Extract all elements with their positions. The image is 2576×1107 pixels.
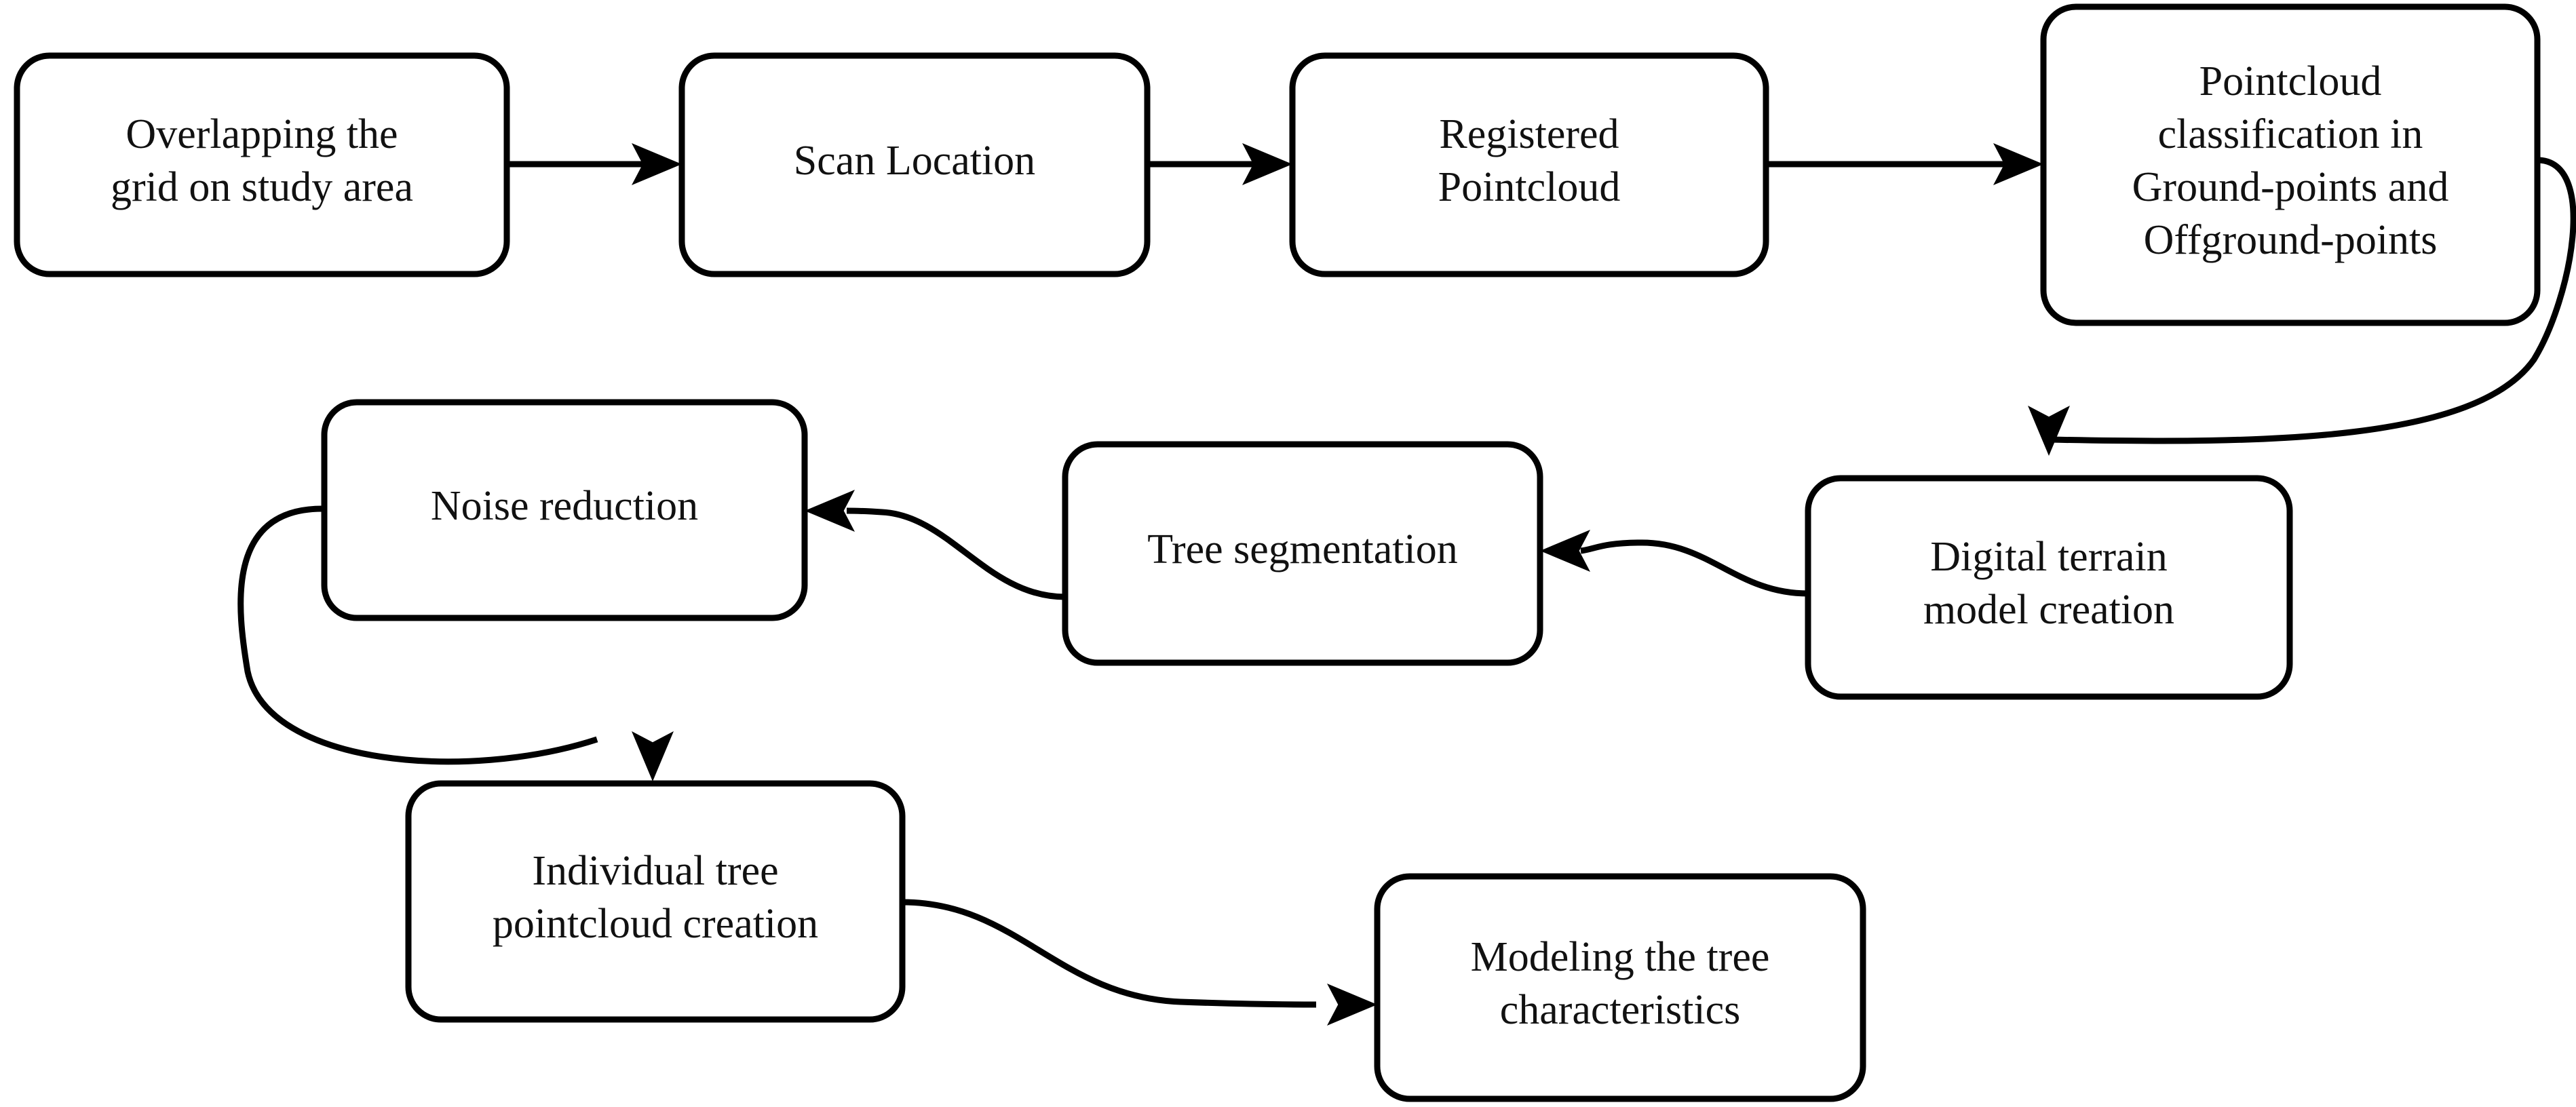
edge-dtm-to-tree-segmentation-line xyxy=(1580,539,1809,597)
node-digital-terrain-model[interactable]: Digital terrain model creation xyxy=(1805,475,2293,700)
node-noise-reduction[interactable]: Noise reduction xyxy=(321,399,808,621)
edge-tree-segmentation-to-noise-line xyxy=(846,507,1066,600)
edge-registered-to-classification-arrowhead-icon xyxy=(1993,143,2043,185)
edge-dtm-to-tree-segmentation xyxy=(1540,530,1809,597)
node-overlapping-grid-label-line: grid on study area xyxy=(111,164,413,210)
edge-classification-to-dtm xyxy=(2028,157,2576,456)
edge-grid-to-scan-arrowhead-icon xyxy=(632,143,682,185)
edge-dtm-to-tree-segmentation-arrowhead-icon xyxy=(1540,530,1590,572)
node-digital-terrain-model-box[interactable] xyxy=(1805,475,2293,700)
node-scan-location-label-line: Scan Location xyxy=(794,138,1035,184)
node-pointcloud-classification-box[interactable] xyxy=(2040,3,2541,326)
edge-grid-to-scan xyxy=(507,143,682,185)
node-modeling-tree-characteristics-label-line: characteristics xyxy=(1500,987,1741,1033)
node-registered-pointcloud-label-line: Registered xyxy=(1439,111,1619,157)
node-individual-tree-pointcloud[interactable]: Individual tree pointcloud creation xyxy=(405,780,906,1023)
node-individual-tree-pointcloud-label-line: pointcloud creation xyxy=(493,901,818,947)
node-tree-segmentation[interactable]: Tree segmentation xyxy=(1062,441,1543,666)
edge-noise-to-individual-tree-arrowhead-icon xyxy=(632,731,674,781)
node-digital-terrain-model-label-line: model creation xyxy=(1923,587,2174,633)
node-scan-location[interactable]: Scan Location xyxy=(678,52,1151,277)
edge-scan-to-registered-arrowhead-icon xyxy=(1242,143,1292,185)
nodes-layer: Overlapping the grid on study area Scan Lo… xyxy=(14,3,2541,1102)
node-overlapping-grid-box[interactable] xyxy=(14,52,510,277)
edge-scan-to-registered xyxy=(1147,143,1292,185)
node-pointcloud-classification-label-line: Pointcloud xyxy=(2199,58,2382,104)
node-registered-pointcloud-label-line: Pointcloud xyxy=(1438,164,1621,210)
node-scan-location-box[interactable] xyxy=(678,52,1151,277)
node-modeling-tree-characteristics[interactable]: Modeling the tree characteristics xyxy=(1374,873,1866,1102)
edge-individual-tree-to-modeling-arrowhead-icon xyxy=(1327,984,1377,1026)
edges-layer xyxy=(237,143,2576,1026)
node-modeling-tree-characteristics-label-line: Modeling the tree xyxy=(1471,934,1770,980)
edge-registered-to-classification xyxy=(1766,143,2043,185)
node-noise-reduction-box[interactable] xyxy=(321,399,808,621)
edge-classification-to-dtm-line xyxy=(2048,157,2576,444)
node-overlapping-grid[interactable]: Overlapping the grid on study area xyxy=(14,52,510,277)
node-digital-terrain-model-label-line: Digital terrain xyxy=(1930,534,2167,580)
node-pointcloud-classification-label-line: Ground-points and xyxy=(2132,164,2449,210)
edge-noise-to-individual-tree xyxy=(237,505,674,781)
edge-classification-to-dtm-arrowhead-icon xyxy=(2028,406,2070,456)
node-modeling-tree-characteristics-box[interactable] xyxy=(1374,873,1866,1102)
node-individual-tree-pointcloud-label-line: Individual tree xyxy=(532,848,778,894)
edge-individual-tree-to-modeling xyxy=(902,899,1377,1026)
node-pointcloud-classification[interactable]: Pointcloud classification in Ground-points… xyxy=(2040,3,2541,326)
node-overlapping-grid-label-line: Overlapping the xyxy=(126,111,398,157)
node-individual-tree-pointcloud-box[interactable] xyxy=(405,780,906,1023)
edge-tree-segmentation-to-noise-arrowhead-icon xyxy=(805,490,855,532)
node-registered-pointcloud-box[interactable] xyxy=(1289,52,1769,277)
node-pointcloud-classification-label-line: Offground-points xyxy=(2144,217,2438,263)
edge-individual-tree-to-modeling-line xyxy=(902,899,1317,1008)
node-tree-segmentation-label-line: Tree segmentation xyxy=(1147,526,1457,572)
node-noise-reduction-label-line: Noise reduction xyxy=(431,483,698,529)
edge-tree-segmentation-to-noise xyxy=(805,490,1066,600)
node-tree-segmentation-box[interactable] xyxy=(1062,441,1543,666)
node-pointcloud-classification-label-line: classification in xyxy=(2158,111,2423,157)
edge-noise-to-individual-tree-line xyxy=(237,505,598,765)
